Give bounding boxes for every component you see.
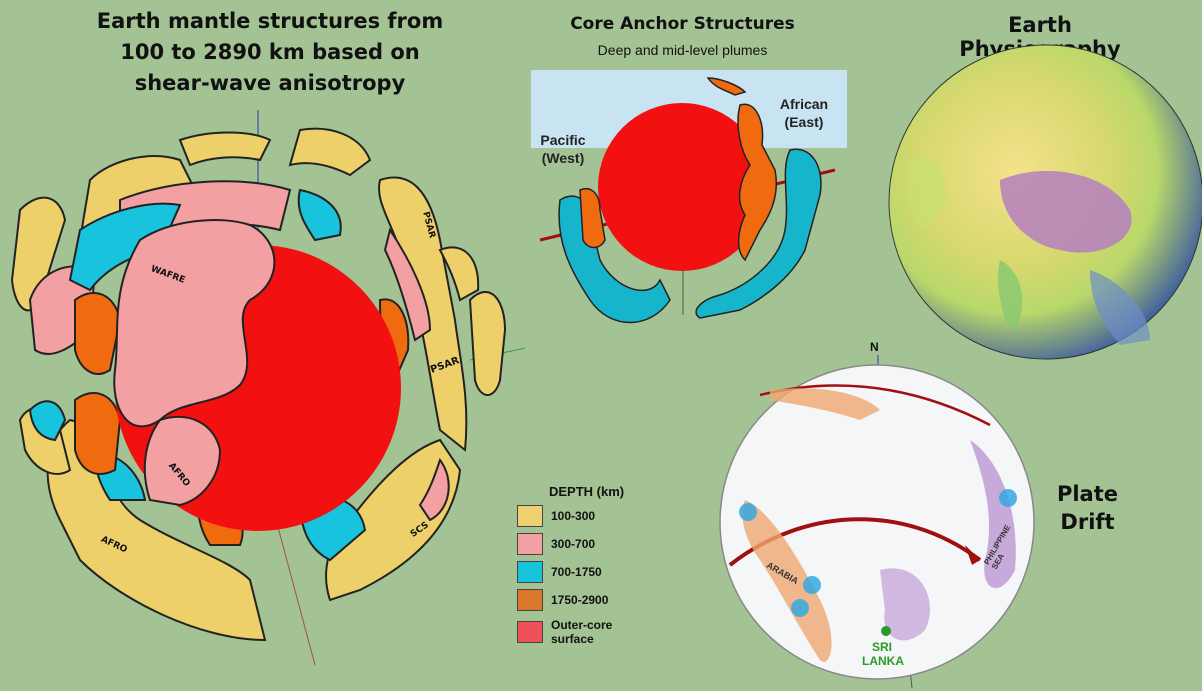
- legend-swatch: [517, 561, 543, 583]
- legend-label: 100-300: [551, 509, 596, 523]
- plate-drift-title: Plate Drift: [1056, 482, 1119, 534]
- legend-swatch: [517, 533, 543, 555]
- legend-label: 700-1750: [551, 565, 602, 579]
- wafre-structure: [113, 219, 276, 428]
- plume-marker: [803, 576, 821, 594]
- india-region: [997, 260, 1023, 330]
- europe-region: [908, 157, 946, 230]
- main-title: Earth mantle structures from 100 to 2890…: [96, 9, 444, 95]
- drift-arrowhead: [965, 545, 980, 565]
- legend-swatch: [517, 505, 543, 527]
- legend-label: Outer-core surface: [551, 618, 613, 646]
- philippine-sea-plate: [970, 440, 1016, 589]
- legend-label: 1750-2900: [551, 593, 609, 607]
- mid-plume-orange: [579, 77, 778, 262]
- north-plate-band: [770, 388, 880, 420]
- legend-swatch: [517, 621, 543, 643]
- legend-label: 300-700: [551, 537, 596, 551]
- label-pacific-west: Pacific (West): [540, 132, 586, 166]
- afro-structure: [143, 415, 222, 507]
- legend-item: 300-700: [517, 533, 657, 555]
- map-label-sri-lanka: SRI LANKA: [862, 640, 904, 668]
- arabia-plate: [742, 500, 832, 662]
- sri-lanka-marker: [881, 626, 891, 636]
- legend-title: DEPTH (km): [549, 484, 625, 499]
- label-african-east: African (East): [779, 96, 829, 130]
- plume-marker: [999, 489, 1017, 507]
- legend-swatch: [517, 589, 543, 611]
- plume-marker: [739, 503, 757, 521]
- core-anchor-subtitle: Deep and mid-level plumes: [597, 42, 768, 58]
- tibet-plateau-region: [1000, 171, 1132, 253]
- north-label: N: [870, 340, 879, 354]
- depth-legend: DEPTH (km) 100-300 300-700 700-1750 1750…: [517, 484, 657, 647]
- legend-item: Outer-core surface: [517, 617, 657, 647]
- ocean-region: [1090, 270, 1150, 345]
- legend-item: 100-300: [517, 505, 657, 527]
- legend-item: 1750-2900: [517, 589, 657, 611]
- plume-marker: [791, 599, 809, 617]
- core-anchor-title: Core Anchor Structures: [570, 14, 795, 34]
- legend-item: 700-1750: [517, 561, 657, 583]
- indian-ocean-plate: [880, 568, 930, 641]
- core-sphere: [598, 103, 766, 271]
